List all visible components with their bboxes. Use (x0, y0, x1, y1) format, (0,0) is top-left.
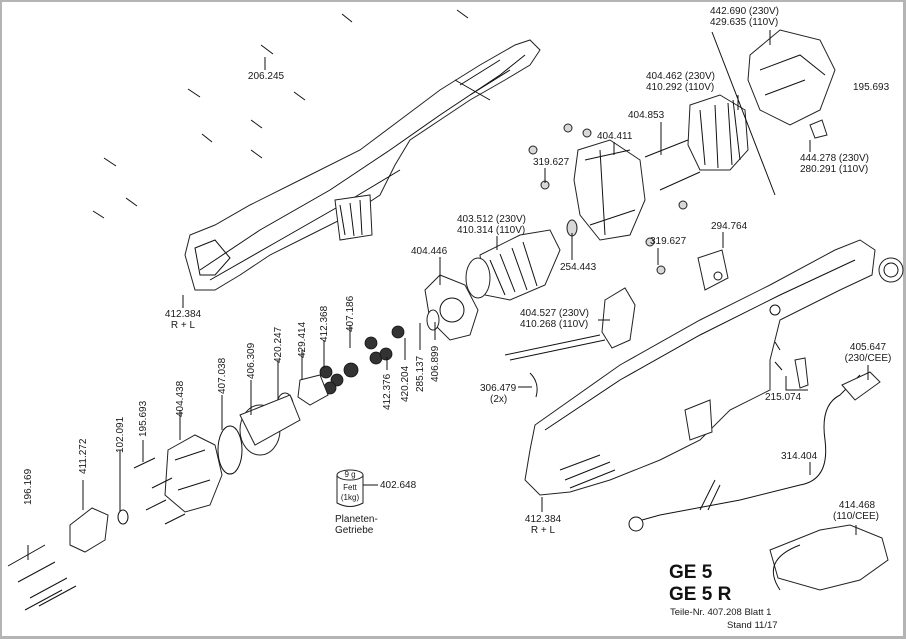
label-414468: 414.468 (838, 500, 876, 511)
label-410292: 410.292 (110V) (646, 82, 715, 93)
label-410314: 410.314 (110V) (457, 225, 526, 236)
label-294764: 294.764 (711, 221, 748, 232)
screws-196169 (7, 544, 77, 611)
label-412384-top: 412.384 (164, 309, 202, 320)
leader-lines (27, 30, 869, 560)
label-404853: 404.853 (628, 110, 665, 121)
label-215074: 215.074 (765, 392, 802, 403)
label-404462: 404.462 (230V) (646, 71, 715, 82)
label-402648: 402.648 (380, 480, 417, 491)
field-and-brush-holder (573, 29, 836, 241)
label-414468-variant: (110/CEE) (833, 511, 879, 522)
power-cord (628, 341, 889, 591)
label-429635: 429.635 (110V) (710, 17, 779, 28)
label-429414: 429.414 (297, 321, 308, 358)
label-403512: 403.512 (230V) (457, 214, 526, 225)
spindle-head (69, 507, 129, 553)
label-319627-b: 319.627 (650, 236, 687, 247)
label-406899: 406.899 (430, 345, 441, 382)
grease-tin-drawing (336, 469, 378, 507)
label-404527: 404.527 (230V) (520, 308, 589, 319)
bearing-flange (424, 274, 479, 341)
label-195693-top: 195.693 (853, 82, 890, 93)
screws-206245 (92, 9, 469, 219)
label-280291: 280.291 (110V) (800, 164, 869, 175)
armature (465, 219, 578, 301)
label-412384-bottom-side: R + L (530, 525, 556, 536)
label-404411: 404.411 (597, 131, 633, 142)
label-306479-qty: (2x) (490, 394, 508, 405)
label-412384-top-side: R + L (170, 320, 196, 331)
housing-half-top (184, 39, 541, 291)
label-254443: 254.443 (560, 262, 597, 273)
model-title-ge5: GE 5 (669, 562, 713, 583)
revision-status: Stand 11/17 (727, 620, 778, 631)
label-195693: 195.693 (138, 400, 149, 437)
label-196169: 196.169 (23, 468, 34, 505)
label-420204: 420.204 (400, 365, 411, 402)
grease-amount: 9 g (344, 470, 356, 479)
label-404438: 404.438 (175, 380, 186, 417)
label-404446: 404.446 (411, 246, 448, 257)
nuts-319627 (528, 123, 688, 275)
label-406309: 406.309 (246, 342, 257, 379)
planetary-gear (217, 325, 405, 475)
label-314404: 314.404 (781, 451, 818, 462)
parts-list-number: Teile-Nr. 407.208 Blatt 1 (670, 607, 772, 618)
label-319627-a: 319.627 (533, 157, 570, 168)
label-412368: 412.368 (319, 305, 330, 342)
label-407038: 407.038 (217, 357, 228, 394)
label-102091: 102.091 (115, 416, 126, 453)
label-444278: 444.278 (230V) (800, 153, 869, 164)
grease-caption-1: Planeten- (335, 514, 378, 525)
label-412376: 412.376 (382, 373, 393, 410)
label-412384-bottom: 412.384 (524, 514, 562, 525)
label-306479: 306.479 (480, 383, 517, 394)
label-407186: 407.186 (345, 295, 356, 332)
model-title-ge5r: GE 5 R (669, 584, 732, 605)
label-411272: 411.272 (78, 438, 89, 474)
grease-pack: (1kg) (340, 493, 360, 502)
label-420247: 420.247 (273, 326, 284, 363)
switch (697, 249, 729, 291)
grease-type: Fett (343, 483, 357, 492)
gear-head (133, 434, 223, 525)
label-206245: 206.245 (247, 71, 285, 82)
label-410268: 410.268 (110V) (520, 319, 589, 330)
label-442690: 442.690 (230V) (710, 6, 779, 17)
grease-caption-2: Getriebe (335, 525, 374, 536)
label-405647-variant: (230/CEE) (844, 353, 892, 364)
label-285137: 285.137 (415, 355, 426, 392)
housing-half-bottom (504, 239, 904, 496)
label-405647: 405.647 (849, 342, 887, 353)
